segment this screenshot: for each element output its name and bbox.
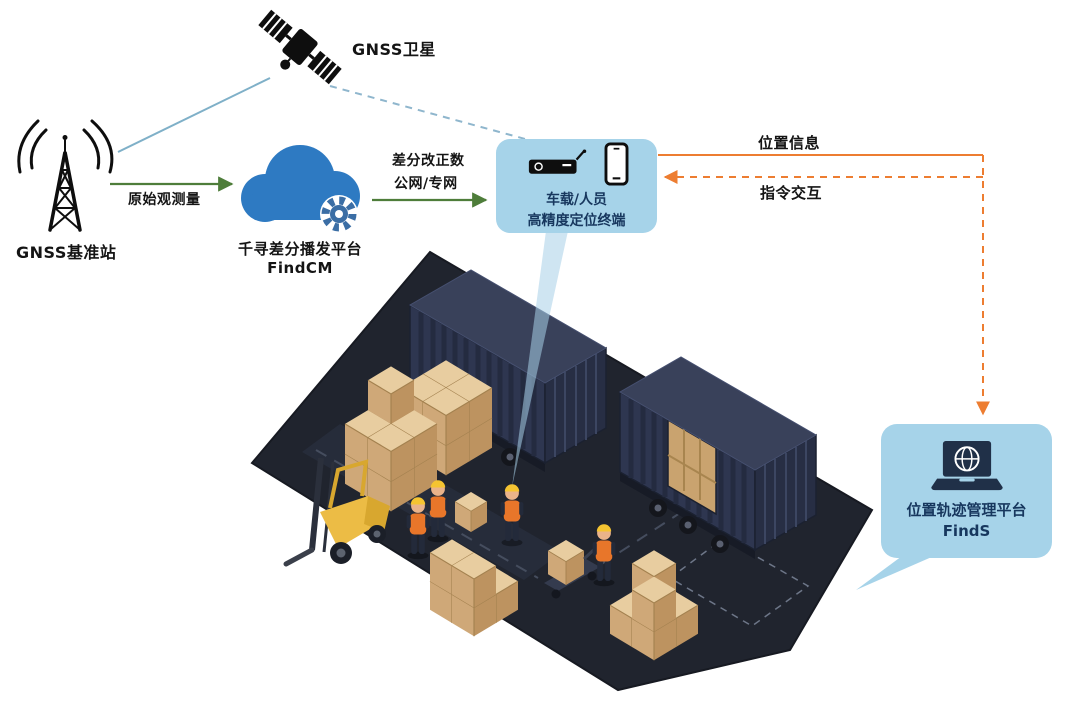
radio-tower-icon: [17, 119, 114, 232]
cloud-gear-icon: [241, 145, 360, 233]
gear-icon: [320, 195, 358, 233]
corrections-label-line2: 公网/专网: [394, 176, 458, 192]
raw-observation-label: 原始观测量: [128, 192, 201, 208]
correction-platform-label: 千寻差分播发平台: [237, 240, 362, 258]
terminal-icons: [524, 142, 629, 186]
management-platform-card: 位置轨迹管理平台 FindS: [881, 424, 1052, 558]
management-platform-name: 位置轨迹管理平台: [906, 500, 1027, 519]
base-station-label: GNSS基准站: [16, 243, 117, 262]
corrections-label-line1: 差分改正数: [392, 153, 465, 169]
satellite-terminal-link: [329, 85, 541, 144]
management-platform-product: FindS: [942, 522, 991, 540]
satellite-base-link: [117, 77, 271, 153]
forklift-icon: [283, 457, 390, 567]
correction-platform-product-label: FindCM: [267, 259, 333, 277]
terminal-title: 车载/人员: [545, 192, 608, 209]
laptop-globe-icon: [930, 440, 1003, 490]
smartphone-icon: [604, 142, 629, 186]
receiver-icon: [528, 149, 587, 175]
positioning-beam: [512, 231, 568, 487]
terminal-subtitle: 高精度定位终端: [527, 212, 626, 229]
terminal-card: 车载/人员 高精度定位终端: [496, 139, 657, 233]
location-info-label: 位置信息: [758, 134, 821, 152]
container-right: [618, 356, 818, 559]
satellite-label: GNSS卫星: [352, 40, 436, 59]
warehouse-scene: [250, 250, 874, 692]
satellite-icon: [258, 9, 342, 85]
command-interaction-label: 指令交互: [760, 184, 823, 202]
finds-bubble-tail: [856, 556, 934, 590]
